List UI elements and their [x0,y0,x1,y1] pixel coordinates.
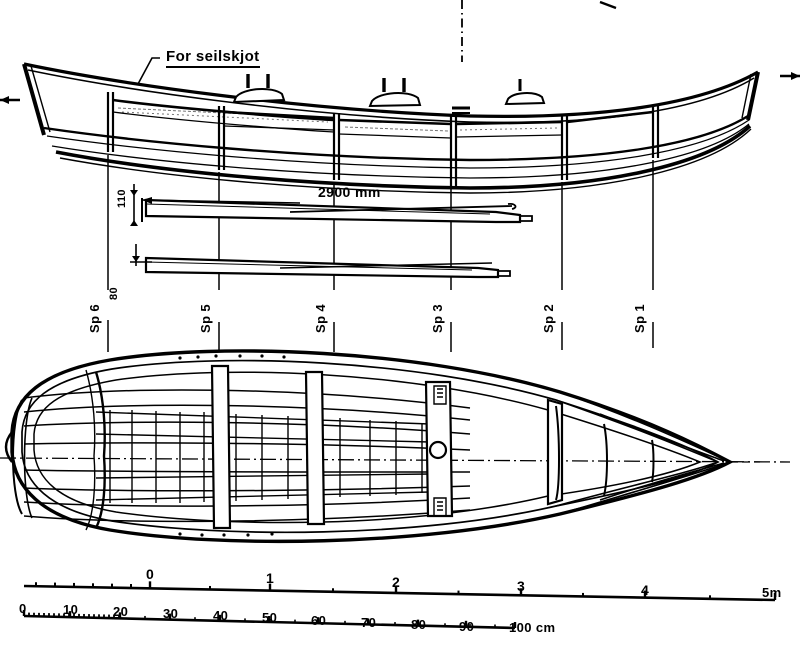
lower-spar-tenon [498,270,511,277]
bow-stem-inner [30,65,51,133]
strake-2 [51,123,750,179]
cm-scale-unit-label: 100 cm [509,620,556,635]
sheet-fitting [452,106,470,114]
strake-1-inner [46,119,750,169]
stern-stem-inner [741,73,752,119]
station-label-sp5: Sp 5 [198,303,213,333]
meter-scale-unit-label: 5m [762,585,782,600]
meter-tick-label-3: 3 [517,578,526,594]
plan-thwart-sp4 [304,370,326,526]
meter-tick-label-1: 1 [266,570,275,586]
spar-depth-upper-label: 110 [116,189,128,208]
plan-inwale [33,371,702,524]
meter-tick-label-0: 0 [146,566,155,582]
cm-tick-label-80: 80 [411,617,427,632]
profile-view [0,0,800,194]
cm-tick-label-60: 60 [311,613,327,628]
scale-bars [23,584,776,630]
bow-stem [22,63,46,136]
plan-bow-bulkhead-inner [85,369,96,531]
plan-floorboards [95,410,431,503]
upper-spar-tip [507,202,517,210]
stern-stem [746,71,760,121]
top-edge-mark [599,0,617,10]
station-label-sp3: Sp 3 [430,303,445,333]
lower-spar-taper-line [145,261,473,271]
station-label-sp1: Sp 1 [632,303,647,333]
plan-stern-taper [555,391,731,515]
keel-inner [59,128,752,194]
plan-bow-bulkhead [94,371,106,529]
plan-fasteners [433,385,447,517]
upper-spar-tenon [520,215,533,222]
cm-tick-label-70: 70 [361,615,377,630]
station-label-sp6: Sp 6 [87,303,102,333]
sail-sheet-annotation: For seilskjot [166,48,260,68]
thwart-shading [117,107,559,132]
dim-80-arrow [132,256,140,262]
plan-view [0,349,791,544]
sheer-line-inner [27,69,755,124]
dim-110-arrow-up [130,190,138,196]
spar-dim-line [141,199,301,204]
station-label-sp2: Sp 2 [541,303,556,333]
cm-tick-label-20: 20 [113,604,129,619]
upper-spar-taper-line [145,203,491,215]
station-label-sp4: Sp 4 [313,303,328,333]
sail-sheet-leader-line [137,57,160,85]
meter-tick-label-2: 2 [392,574,401,590]
thwart-lines-lower [112,111,563,139]
oarlock-assembly-1 [232,74,286,104]
plan-bow-end [4,397,33,519]
stern-direction-arrow [780,72,800,80]
dim-110-arrow-down [130,220,138,226]
lower-spar-top-edge [279,262,493,269]
scale-ticks [22,581,777,628]
spar-dim-arrowhead [142,197,152,204]
cm-tick-label-10: 10 [63,602,79,617]
cm-tick-label-50: 50 [262,610,278,625]
spar-depth-lower-label: 80 [108,286,120,300]
cm-tick-label-40: 40 [213,608,229,623]
plan-rivets [178,354,286,537]
oarlock-assembly-3 [504,79,546,106]
profile-frames [106,92,660,186]
plan-thwart-sp5 [210,364,232,530]
cm-tick-label-90: 90 [459,619,475,634]
spar-details [130,184,533,279]
cm-tick-label-0: 0 [19,601,27,616]
cm-tick-label-30: 30 [163,606,179,621]
sheer-line [23,62,759,118]
mast-step-hole [428,440,448,460]
oarlock-assembly-2 [368,78,422,108]
spar-length-label: 2900 mm [318,184,381,200]
meter-tick-label-4: 4 [641,582,650,598]
upper-spar-top-edge [289,205,513,213]
bow-direction-arrow [0,96,20,104]
strake-1 [43,114,749,162]
keel-line [55,124,752,190]
plan-stern-frames [555,405,655,501]
